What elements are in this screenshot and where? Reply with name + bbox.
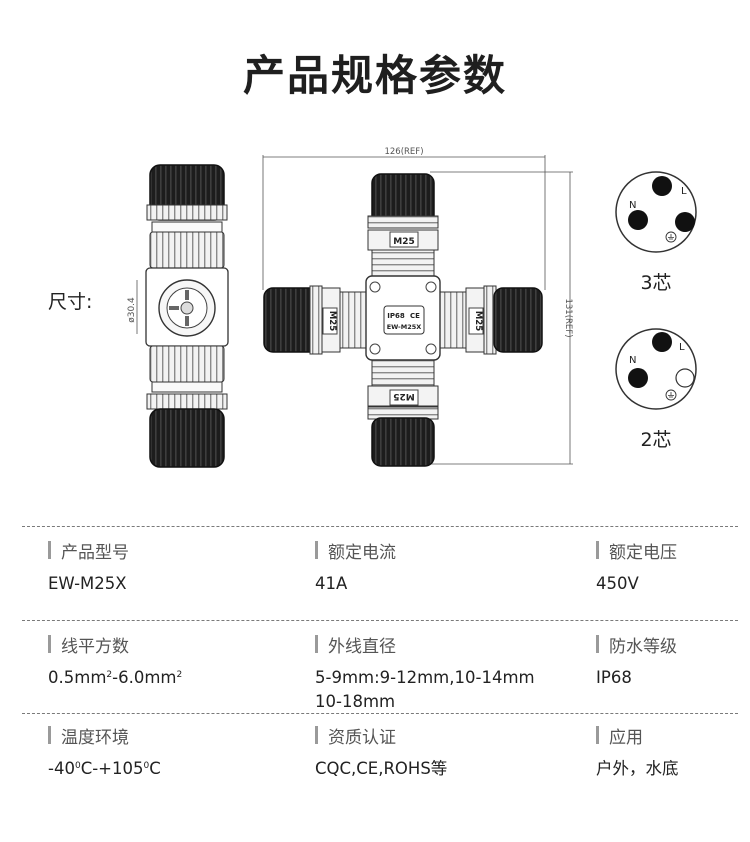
pin-label-live: L <box>681 186 687 197</box>
spec-rated-current: 额定电流 41A <box>315 539 545 596</box>
pin-label-neutral: N <box>629 200 636 211</box>
pin-label-neutral: N <box>629 355 636 366</box>
cross-connector-drawing <box>262 155 573 467</box>
spec-label: 额定电流 <box>328 542 396 563</box>
height-dimension: 131(REF) <box>563 298 573 337</box>
pin-caption-two-core: 2芯 <box>640 429 672 451</box>
spec-value: 5-9mm:9-12mm,10-14mm <box>315 668 535 687</box>
spec-value: -400C-+1050C <box>48 759 161 778</box>
ce-mark: CE <box>410 312 420 320</box>
spec-value: 450V <box>596 574 639 593</box>
spec-cable-diameter: 外线直径 5-9mm:9-12mm,10-14mm 10-18mm <box>315 633 545 714</box>
page-title: 产品规格参数 <box>242 51 507 100</box>
pin-diagram-three-core <box>615 171 697 253</box>
spec-temperature: 温度环境 -400C-+1050C <box>48 724 278 781</box>
accent-bar <box>48 635 51 653</box>
spec-value: IP68 <box>596 668 632 687</box>
spec-label: 温度环境 <box>61 727 129 748</box>
spec-rated-voltage: 额定电压 450V <box>596 539 750 596</box>
accent-bar <box>48 726 51 744</box>
accent-bar <box>596 635 599 653</box>
accent-bar <box>596 541 599 559</box>
spec-value: 户外，水底 <box>596 759 679 778</box>
spec-label: 线平方数 <box>61 636 129 657</box>
spec-label: 资质认证 <box>328 727 396 748</box>
accent-bar <box>596 726 599 744</box>
spec-value: CQC,CE,ROHS等 <box>315 759 448 778</box>
side-view-drawing <box>136 164 229 468</box>
thread-label-right: M25 <box>473 311 483 331</box>
accent-bar <box>48 541 51 559</box>
spec-label: 应用 <box>609 727 643 748</box>
spec-label: 外线直径 <box>328 636 396 657</box>
thread-label-left: M25 <box>327 311 337 331</box>
accent-bar <box>315 726 318 744</box>
spec-label: 防水等级 <box>609 636 677 657</box>
width-dimension: 126(REF) <box>384 147 423 157</box>
pin-diagram-two-core <box>615 328 697 410</box>
spec-application: 应用 户外，水底 <box>596 724 750 781</box>
pin-caption-three-core: 3芯 <box>640 272 672 294</box>
accent-bar <box>315 635 318 653</box>
pin-label-live: L <box>679 342 685 353</box>
diameter-dimension: ø30.4 <box>127 297 137 323</box>
spec-model: 产品型号 EW-M25X <box>48 539 278 596</box>
spec-wire-gauge: 线平方数 0.5mm2-6.0mm2 <box>48 633 278 690</box>
divider <box>22 620 738 621</box>
spec-value: EW-M25X <box>48 574 127 593</box>
thread-label-bottom: M25 <box>393 391 414 401</box>
spec-waterproof: 防水等级 IP68 <box>596 633 750 690</box>
ip-badge: IP68 <box>387 312 405 320</box>
spec-label: 产品型号 <box>61 542 129 563</box>
spec-certification: 资质认证 CQC,CE,ROHS等 <box>315 724 545 781</box>
thread-label-top: M25 <box>393 237 414 247</box>
accent-bar <box>315 541 318 559</box>
divider <box>22 713 738 714</box>
spec-value: 41A <box>315 574 348 593</box>
spec-label: 额定电压 <box>609 542 677 563</box>
spec-value: 10-18mm <box>315 692 396 711</box>
spec-value: 0.5mm2-6.0mm2 <box>48 668 183 687</box>
size-label: 尺寸: <box>48 291 93 313</box>
model-badge: EW-M25X <box>387 323 422 331</box>
divider <box>22 526 738 527</box>
